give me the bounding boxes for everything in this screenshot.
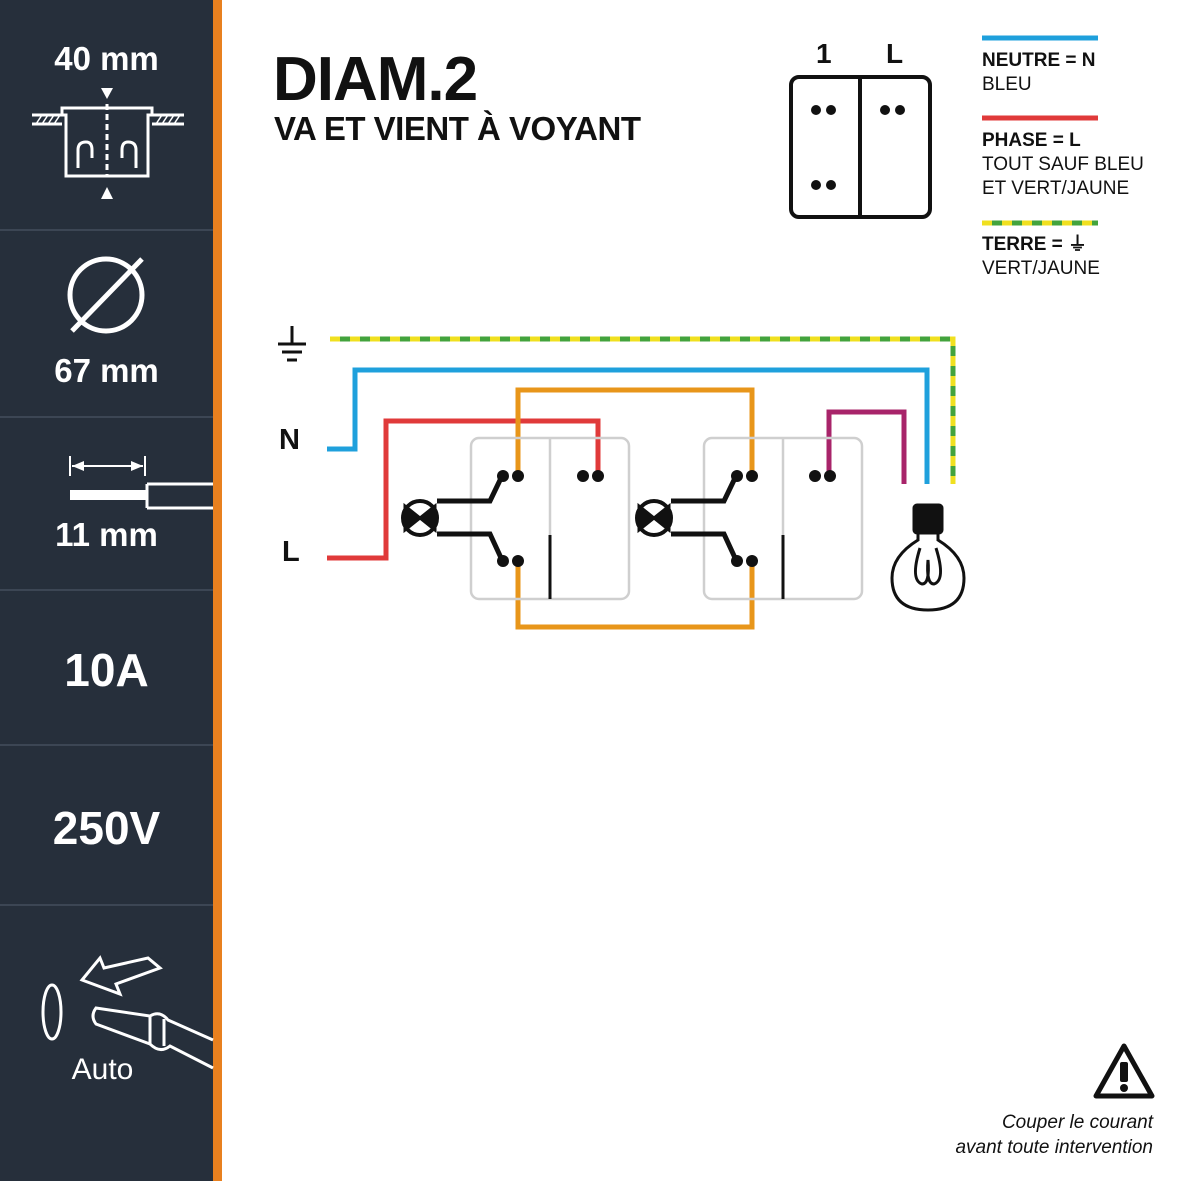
switch-front-terminals (811, 105, 905, 190)
switch-2-contacts (671, 474, 739, 562)
warning-line-1: Couper le courant (1001, 1112, 1153, 1133)
sidebar-divider (0, 589, 213, 591)
warning-icon (1093, 1043, 1155, 1099)
arrow-icon (101, 88, 113, 99)
legend-earth-title: TERRE = ⏚ (982, 234, 1088, 255)
earth-symbol-icon (278, 326, 306, 362)
switch-label-1: 1 (816, 38, 832, 69)
arrow-icon (101, 187, 113, 199)
indicator-lamp-icon (401, 499, 439, 537)
strip-length-icon (69, 456, 213, 510)
auto-terminal-label: Auto (71, 1053, 134, 1086)
product-title: DIAM.2 (273, 45, 478, 114)
legend-phase-desc-1: TOUT SAUF BLEU (982, 154, 1144, 175)
neutral-wire (327, 367, 930, 484)
indicator-lamp-icon (635, 499, 673, 537)
legend-phase-title: PHASE = L (982, 130, 1081, 151)
legend-neutral-title: NEUTRE = N (982, 50, 1096, 71)
sidebar-divider (0, 904, 213, 906)
terminal-dots (497, 470, 836, 567)
sidebar-accent-stripe (213, 0, 222, 1181)
traveler-wire-top (515, 387, 755, 476)
diameter-icon (67, 256, 145, 334)
return-wire (826, 409, 907, 484)
legend-earth-desc: VERT/JAUNE (982, 258, 1100, 279)
switch-label-l: L (886, 38, 904, 69)
traveler-wire-bottom (515, 560, 755, 630)
product-subtitle: VA ET VIENT À VOYANT (274, 110, 641, 147)
switch-1-contacts (437, 474, 505, 562)
strip-length-value: 11 mm (55, 516, 158, 553)
phase-terminal-label: L (282, 536, 300, 568)
phase-wire (327, 418, 601, 561)
current-rating: 10A (64, 644, 149, 696)
sidebar-divider (0, 416, 213, 418)
sidebar-divider (0, 744, 213, 746)
sidebar-divider (0, 229, 213, 231)
warning-line-2: avant toute intervention (955, 1137, 1153, 1158)
box-depth-value: 40 mm (54, 40, 159, 77)
switch-front-view (789, 75, 932, 219)
neutral-terminal-label: N (279, 424, 300, 456)
voltage-rating: 250V (52, 802, 161, 854)
legend-neutral-desc: BLEU (982, 74, 1032, 95)
auto-terminal-icon (41, 955, 214, 1070)
legend-phase-desc-2: ET VERT/JAUNE (982, 178, 1130, 199)
warning-text: Couper le courant avant toute interventi… (955, 1110, 1153, 1160)
flush-box-icon (32, 104, 184, 178)
earth-wire-stripe (330, 336, 956, 484)
light-bulb-icon (890, 503, 966, 612)
diameter-value: 67 mm (54, 352, 159, 389)
